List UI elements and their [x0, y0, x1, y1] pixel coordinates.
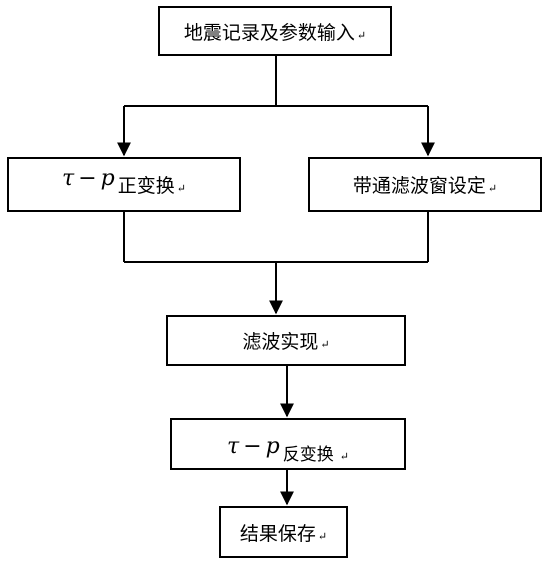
- return-mark-icon: ↵: [487, 182, 498, 195]
- tau-p-math: τ−p: [227, 433, 280, 459]
- node-filter: 滤波实现 ↵: [166, 315, 406, 366]
- node-input-label: 地震记录及参数输入: [183, 21, 355, 44]
- return-mark-icon: ↵: [317, 529, 328, 543]
- node-window-label: 带通滤波窗设定: [352, 175, 486, 197]
- node-filter-label: 滤波实现: [242, 331, 319, 353]
- node-inverse-label: 反变换: [282, 444, 334, 465]
- node-window-setting: 带通滤波窗设定 ↵: [308, 157, 542, 212]
- return-mark-icon: ↵: [176, 182, 186, 195]
- node-save-label: 结果保存: [239, 522, 316, 545]
- tau-p-math: τ−p: [62, 166, 115, 191]
- return-mark-icon: ↵: [320, 338, 330, 351]
- node-forward-transform: τ−p 正变换 ↵: [7, 157, 241, 212]
- return-mark-icon: ↵: [339, 449, 349, 463]
- node-save-result: 结果保存 ↵: [219, 506, 348, 558]
- node-input: 地震记录及参数输入 ↵: [158, 6, 392, 56]
- return-mark-icon: ↵: [356, 28, 367, 42]
- node-inverse-transform: τ−p 反变换 ↵: [170, 418, 406, 470]
- node-forward-label: 正变换: [117, 175, 175, 197]
